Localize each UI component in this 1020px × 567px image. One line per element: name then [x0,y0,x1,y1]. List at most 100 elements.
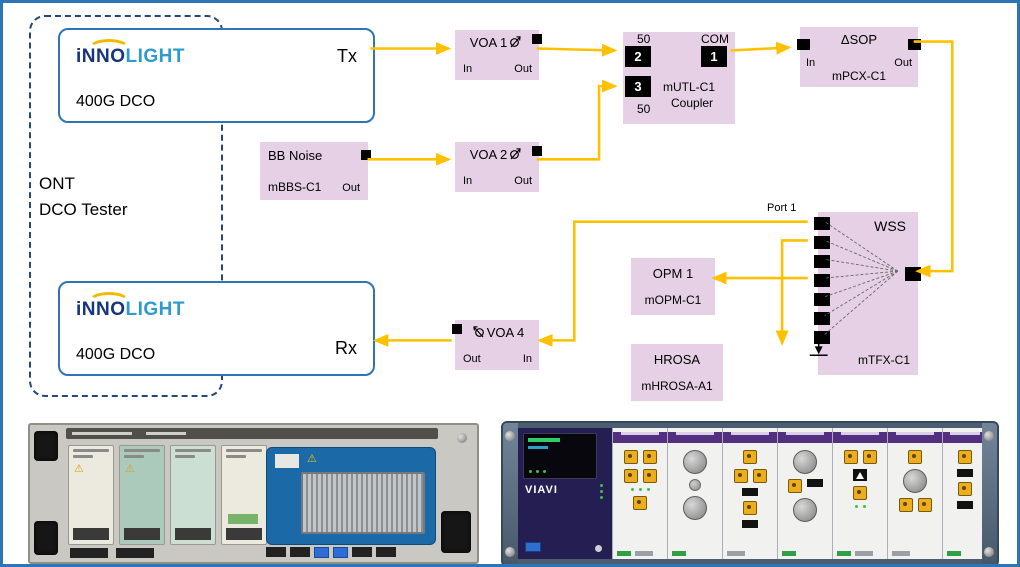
module-header [943,432,982,443]
plugin-module [832,428,887,559]
voa1-out-port [532,34,542,44]
fiber-adapter [733,469,748,483]
io-ports [266,547,396,558]
opm-title: OPM 1 [652,266,694,281]
module-header [778,432,832,443]
fiber-adapter [623,469,638,483]
coupler-name: Coupler [671,96,714,110]
chassis-face: VIAVI [518,428,982,559]
fc-connector [903,469,927,493]
wss-title: WSS [874,218,906,234]
voa4-out-label: Out [463,353,481,365]
cage-connector [226,528,262,540]
ont-tester-label-line2: DCO Tester [39,200,128,219]
green-pcb [228,514,258,524]
mainframe-module: VIAVI [518,428,612,559]
wss-model: mTFX-C1 [858,353,910,367]
innolight-logo: iNNOLIGHT [76,292,185,321]
qsfpdd-slot [170,445,216,545]
logo-swoosh-icon [88,292,130,312]
wss-channel-port-7 [814,331,830,344]
fiber-adapter [633,496,647,510]
rx-transceiver-box: iNNOLIGHT 400G DCO Rx [58,281,375,376]
sop-scrambler-box: ΔSOP In Out mPCX-C1 [797,27,921,87]
mounting-knob [34,521,58,555]
pluggable-slots: ⚠ ⚠ [68,445,267,545]
hrosa-title: HROSA [653,352,701,367]
coupler-ratio-bottom: 50 [637,102,651,116]
port-slot [290,547,310,557]
opm-model: mOPM-C1 [644,293,702,307]
voa2-out-port [532,146,542,156]
module-header [723,432,777,443]
rail-screw [505,547,515,557]
ont-tester-frame [29,15,223,397]
bb-noise-box: BB Noise mBBS-C1 Out [260,142,371,200]
cage-connector [124,528,160,540]
mounting-knob [34,431,58,461]
fiber-adapter [642,469,657,483]
usb-port [314,547,329,558]
sop-in-label: In [806,57,816,69]
voa1-box: VOA 1 In Out [455,30,542,80]
fc-connector [689,479,701,491]
viavi-chassis-photo: VIAVI [501,421,999,564]
wss-common-port [905,267,921,281]
tx-transceiver-box: iNNOLIGHT 400G DCO Tx [58,28,375,123]
tx-port-label: Tx [337,46,357,66]
rail-screw [984,547,994,557]
coupler-ratio-top: 50 [637,32,651,46]
hrosa-model: mHROSA-A1 [641,379,713,393]
hrosa-box: HROSA mHROSA-A1 [631,344,723,401]
opm-box: OPM 1 mOPM-C1 [631,258,715,315]
warning-icon: ⚠ [307,453,317,465]
module-name-strip [66,428,438,439]
module-header [833,432,887,443]
port-slot [376,547,396,557]
plugin-module [722,428,777,559]
module-header [888,432,942,443]
osfp-slot: ⚠ [68,445,114,545]
port-slot [352,547,372,557]
fiber-adapter [843,450,858,464]
power-button [595,545,602,552]
port-slot [116,548,154,558]
thumbscrew [457,433,467,443]
wss-channel-port-3 [814,255,830,268]
wss-channel-port-2 [814,236,830,249]
voa2-in-label: In [463,175,473,187]
attenuator-icon [510,36,521,48]
wss-channel-port-1 [814,217,830,230]
sop-title: ΔSOP [840,32,878,47]
qsfpdd-slot: ⚠ [119,445,165,545]
port-cover [957,501,973,509]
plugin-module [887,428,942,559]
mounting-knob [441,511,471,553]
logo-part2: LIGHT [125,46,185,67]
qsfp28-slot [221,445,267,545]
module-header [668,432,722,443]
caution-plate-icon [853,469,867,481]
voa4-in-label: In [522,353,532,365]
chassis-screen [523,433,597,479]
voa1-title: VOA 1 [469,35,508,50]
sop-in-port [797,39,810,50]
cage-connector [73,528,109,540]
wss-channel-port-5 [814,293,830,306]
fiber-adapter [958,482,972,496]
fiber-adapter [958,450,972,464]
coupler-model: mUTL-C1 [663,80,716,94]
plugin-module [777,428,832,559]
port-slot [266,547,286,557]
warning-icon: ⚠ [125,463,135,475]
port-cover [742,520,758,528]
warning-icon: ⚠ [74,463,84,475]
port-cover [957,469,973,477]
voa4-box: VOA 4 Out In [452,320,539,370]
fiber-adapter [752,469,767,483]
logo-part2: LIGHT [125,299,185,320]
qsfp-dd-cage [301,472,425,534]
voa2-title: VOA 2 [469,147,508,162]
fiber-adapter [743,450,757,464]
